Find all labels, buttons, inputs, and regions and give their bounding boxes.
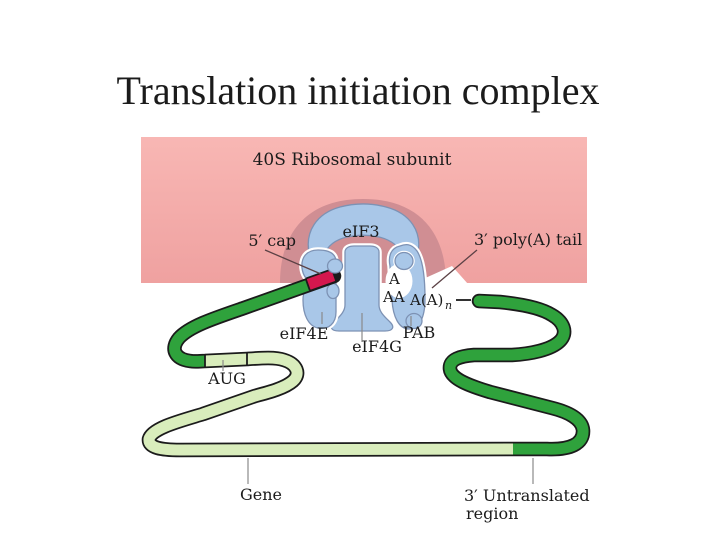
eif3-label: eIF3 — [342, 222, 379, 241]
eif4g-label: eIF4G — [352, 337, 402, 356]
aug-label: AUG — [207, 369, 246, 388]
polya-tail-label: 3′ poly(A) tail — [474, 230, 582, 249]
eif4e-label: eIF4E — [280, 324, 329, 343]
eif4e-hook — [326, 258, 344, 274]
polya-subscript-n: n — [445, 299, 452, 312]
mrna-gene-segment — [143, 352, 514, 456]
mrna-strand — [141, 268, 591, 458]
polya-pointer-line — [431, 249, 478, 289]
polya-a2: AA — [382, 288, 405, 306]
cap-pointer-line — [264, 249, 322, 275]
ribosome-40s-label: 40S Ribosomal subunit — [253, 150, 452, 170]
pab-hook — [394, 251, 414, 271]
eif4e-chin — [326, 282, 340, 300]
five-prime-cap — [305, 268, 337, 292]
pab-opening — [385, 264, 413, 298]
slide-title: Translation initiation complex — [117, 68, 600, 113]
utr-label-line2: region — [466, 504, 518, 523]
gene-label: Gene — [240, 485, 282, 504]
mrna-5utr-segment — [169, 270, 336, 367]
polya-a1: A — [388, 270, 400, 288]
pab-lobe — [385, 241, 428, 332]
mrna-3end-cap — [473, 295, 485, 307]
polya-letters: A AA A(A) n — [382, 270, 471, 312]
polya-a3: A(A) — [409, 291, 443, 309]
mrna-3utr-segment — [444, 295, 589, 455]
cap-label: 5′ cap — [248, 231, 296, 250]
utr-label-line1: 3′ Untranslated — [464, 486, 590, 505]
pab-label: PAB — [403, 323, 436, 342]
pab-knob — [405, 312, 423, 330]
